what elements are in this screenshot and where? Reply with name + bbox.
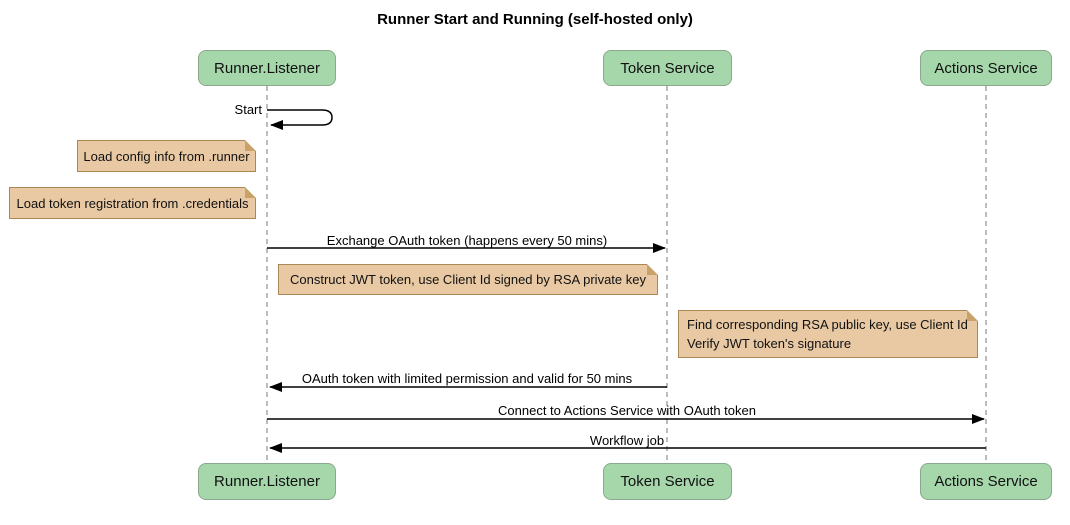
note-fold-icon bbox=[647, 264, 658, 275]
message-label-workflow-job: Workflow job bbox=[589, 433, 665, 448]
note-fold-icon bbox=[245, 187, 256, 198]
message-label-exchange-oauth-token: Exchange OAuth token (happens every 50 m… bbox=[326, 233, 608, 248]
participant-actions-service-bottom: Actions Service bbox=[920, 463, 1052, 500]
participant-label: Actions Service bbox=[934, 473, 1038, 490]
participant-label: Token Service bbox=[620, 59, 715, 77]
self-message-loop-start bbox=[267, 109, 333, 130]
note-load-config: Load config info from .runner bbox=[77, 140, 256, 172]
participant-label: Token Service bbox=[620, 473, 715, 490]
note-fold-icon bbox=[967, 310, 978, 321]
note-text: Load token registration from .credential… bbox=[16, 195, 249, 211]
participant-runner-listener-top: Runner.Listener bbox=[198, 50, 336, 86]
message-label-start: Start bbox=[234, 102, 262, 117]
participant-label: Runner.Listener bbox=[214, 473, 320, 490]
participant-token-service-top: Token Service bbox=[603, 50, 732, 86]
note-load-token-registration: Load token registration from .credential… bbox=[9, 187, 256, 219]
message-label-oauth-token-returned: OAuth token with limited permission and … bbox=[301, 371, 633, 386]
note-text-line: Find corresponding RSA public key, use C… bbox=[687, 317, 968, 332]
diagram-title: Runner Start and Running (self-hosted on… bbox=[377, 11, 693, 28]
participant-token-service-bottom: Token Service bbox=[603, 463, 732, 500]
note-text-line: Verify JWT token's signature bbox=[687, 336, 852, 351]
note-text: Construct JWT token, use Client Id signe… bbox=[290, 272, 646, 287]
participant-actions-service-top: Actions Service bbox=[920, 50, 1052, 86]
participant-label: Actions Service bbox=[934, 59, 1038, 77]
note-construct-jwt: Construct JWT token, use Client Id signe… bbox=[278, 264, 658, 295]
note-text: Load config info from .runner bbox=[83, 148, 250, 164]
participant-label: Runner.Listener bbox=[214, 59, 320, 77]
message-label-connect-to-actions-service: Connect to Actions Service with OAuth to… bbox=[498, 403, 756, 418]
participant-runner-listener-bottom: Runner.Listener bbox=[198, 463, 336, 500]
note-verify-jwt: Find corresponding RSA public key, use C… bbox=[678, 310, 978, 358]
note-fold-icon bbox=[245, 140, 256, 151]
